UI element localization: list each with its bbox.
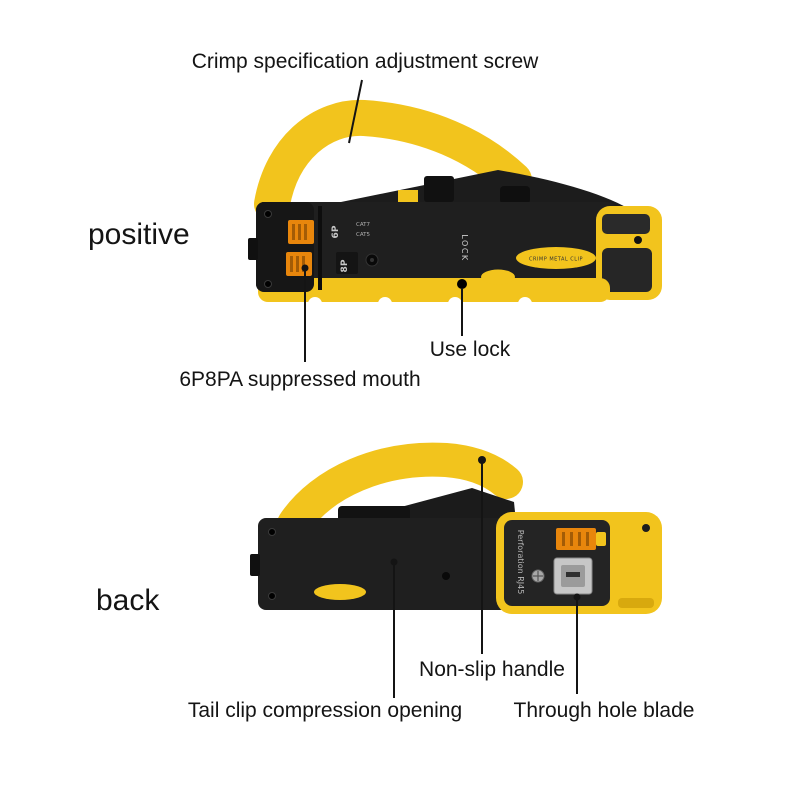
lock-pin bbox=[457, 279, 467, 289]
back-view-tool: Perforation RJ45 bbox=[250, 442, 662, 614]
back-body bbox=[258, 518, 520, 610]
annotation-through-hole-blade: Through hole blade bbox=[513, 699, 695, 722]
marking-6p: 6P bbox=[331, 225, 341, 238]
front-end-cap-details bbox=[602, 214, 652, 292]
front-jaw-details bbox=[248, 206, 379, 290]
front-lever-details bbox=[398, 176, 530, 204]
view-label-positive: positive bbox=[88, 218, 190, 251]
callout-lines bbox=[304, 79, 578, 698]
annotation-non-slip-handle: Non-slip handle bbox=[419, 658, 565, 681]
front-grip-scallops bbox=[308, 297, 532, 311]
crimp-clip-oval bbox=[516, 247, 596, 269]
marking-cat5: CAT5 bbox=[356, 232, 371, 238]
marking-lock: LOCK bbox=[460, 234, 469, 261]
non-slip-dot bbox=[478, 456, 486, 464]
front-handle bbox=[254, 99, 532, 222]
through-hole-blade-part bbox=[531, 557, 593, 595]
marking-8p: 8P bbox=[340, 259, 350, 272]
through-hole-dot bbox=[573, 593, 581, 601]
crimp-screw-line bbox=[348, 79, 363, 144]
front-grip-strip bbox=[258, 278, 610, 302]
back-connector-details bbox=[556, 528, 606, 550]
tail-clip-dot bbox=[390, 558, 398, 566]
marking-perforation-rj45: Perforation RJ45 bbox=[516, 530, 525, 595]
back-oval-slot bbox=[314, 584, 366, 600]
callout-dots bbox=[301, 264, 581, 601]
marking-crimp-metal-clip: CRIMP METAL CLIP bbox=[529, 257, 583, 263]
annotation-use-lock: Use lock bbox=[429, 338, 511, 361]
marking-cat7: CAT7 bbox=[356, 222, 371, 228]
front-view-tool: 6P CAT7 CAT5 8P LOCK CRIMP METAL CLIP bbox=[248, 99, 662, 311]
view-label-back: back bbox=[96, 584, 160, 617]
back-handle bbox=[277, 442, 523, 541]
annotation-tail-clip: Tail clip compression opening bbox=[187, 699, 463, 722]
suppressed-mouth-dot bbox=[301, 264, 309, 272]
back-end-right-details bbox=[618, 524, 654, 608]
front-small-oval bbox=[481, 269, 515, 285]
annotation-crimp-screw: Crimp specification adjustment screw bbox=[191, 50, 539, 73]
back-body-details bbox=[250, 528, 450, 600]
annotation-suppressed-mouth: 6P8PA suppressed mouth bbox=[179, 368, 421, 391]
